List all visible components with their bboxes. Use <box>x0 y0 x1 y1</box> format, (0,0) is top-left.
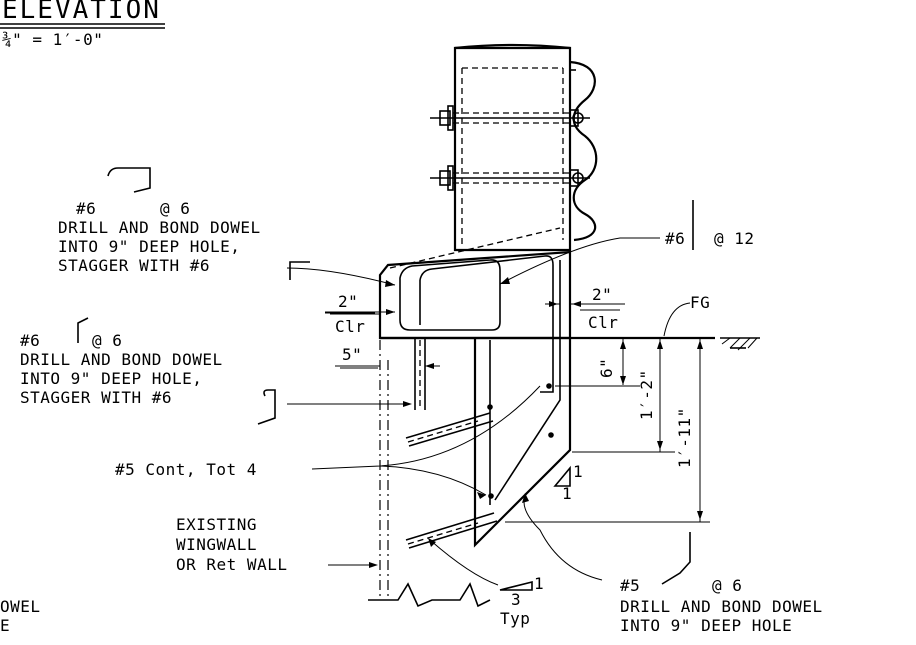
existing-line2: WINGWALL <box>176 535 257 554</box>
existing-wall <box>368 340 491 608</box>
top-bar-line2: DRILL AND BOND DOWEL <box>58 218 261 237</box>
fg-leader <box>663 302 691 337</box>
clr-right-dim-text: 2" <box>592 285 612 304</box>
cont-bar-dot-4 <box>488 493 494 499</box>
bottom-bar-mark: #5 <box>620 576 640 595</box>
existing-line3: OR Ret WALL <box>176 555 287 574</box>
cont-bar-dot-1 <box>546 383 552 389</box>
top-bar-callout <box>107 167 396 287</box>
dowel-angled-upper <box>405 412 494 447</box>
clr-left-text: Clr <box>335 317 365 336</box>
dim-5in-text: 5" <box>342 345 362 364</box>
mid-bar-spacing: @ 6 <box>92 331 122 350</box>
dim-clr-left <box>325 309 395 315</box>
dim-1-2-text: 1′-2" <box>637 369 656 420</box>
slope-3-bottom: 3 <box>511 590 521 609</box>
drawing-scale: ¾" = 1′-0" <box>2 30 103 49</box>
dim-clr-right <box>545 301 625 311</box>
dowel-angled-lower <box>405 512 498 549</box>
dim-1-11-text: 1′-11" <box>675 407 694 468</box>
vertical-dimensions <box>505 338 710 523</box>
bolt-upper <box>430 105 590 131</box>
bolt-lower <box>430 165 590 191</box>
dim-6in-text: 6" <box>597 358 616 378</box>
drawing-title: ELEVATION <box>2 0 161 25</box>
footing-bar-vertical <box>494 260 561 501</box>
mid-bar-line3: INTO 9" DEEP HOLE, <box>20 369 202 388</box>
slope-typ: Typ <box>500 609 530 628</box>
existing-line1: EXISTING <box>176 515 257 534</box>
mid-bar-mark: #6 <box>20 331 40 350</box>
concrete-cap <box>378 250 715 548</box>
cutoff-text-2: E <box>0 616 10 635</box>
grade-hatch <box>720 337 760 351</box>
dowel-vertical-left <box>414 338 426 410</box>
clr-right-text: Clr <box>588 313 618 332</box>
bottom-bar-line2: DRILL AND BOND DOWEL <box>620 597 823 616</box>
right-bar-spacing: @ 12 <box>714 229 755 248</box>
top-bar-line3: INTO 9" DEEP HOLE, <box>58 237 240 256</box>
bottom-bar-callout <box>522 493 691 585</box>
cont-bars-label: #5 Cont, Tot 4 <box>115 460 257 479</box>
cap-stirrup <box>399 255 554 393</box>
bottom-bar-spacing: @ 6 <box>712 576 742 595</box>
guardrail-beam <box>569 60 598 242</box>
top-bar-mark: #6 <box>76 199 96 218</box>
top-bar-line4: STAGGER WITH #6 <box>58 256 210 275</box>
dim-5in <box>335 363 440 369</box>
slope-1-top: 1 <box>573 462 583 481</box>
right-bar-mark: #6 <box>665 229 685 248</box>
cont-bar-dot-2 <box>487 404 493 410</box>
clr-left-dim-text: 2" <box>338 292 358 311</box>
existing-arrow <box>369 562 378 568</box>
slope-3-top: 1 <box>534 574 544 593</box>
cont-bar-dot-3 <box>548 432 554 438</box>
mid-bar-line4: STAGGER WITH #6 <box>20 388 172 407</box>
slope-1-bottom: 1 <box>562 484 572 503</box>
fg-label: FG <box>690 293 710 312</box>
barrier-post <box>453 43 572 252</box>
cont-bars-callout <box>311 385 541 499</box>
mid-bar-callout <box>77 317 412 425</box>
slope-3-1-symbol <box>428 538 533 591</box>
bottom-bar-line3: INTO 9" DEEP HOLE <box>620 616 792 635</box>
mid-bar-line2: DRILL AND BOND DOWEL <box>20 350 223 369</box>
cutoff-text-1: OWEL <box>0 597 41 616</box>
slope-1-1-symbol <box>553 465 571 487</box>
post-base-dashed <box>389 227 561 269</box>
top-bar-spacing: @ 6 <box>160 199 190 218</box>
right-bar-callout <box>499 200 694 285</box>
